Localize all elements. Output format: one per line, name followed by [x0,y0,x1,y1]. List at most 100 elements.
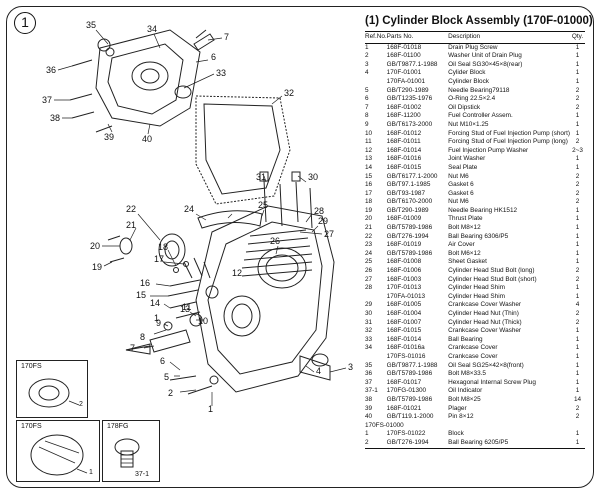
cell-description: Oil Indicator [448,387,483,395]
cell-parts-no: 170FA-01001 [386,77,426,85]
callout-1: 1 [208,404,213,414]
cell-ref-no: 11 [365,138,372,146]
cell-ref-no: 19 [365,206,373,214]
cell-qty: 1 [575,370,580,378]
cell-qty: 4 [575,301,580,309]
cell-qty: 1 [575,77,580,85]
cell-parts-no: 168F-01014 [386,335,422,343]
cell-ref-no: 23 [365,241,373,249]
gasket-part [195,95,291,205]
cell-ref-no: 9 [365,120,369,128]
cell-qty: 1 [575,129,580,137]
cell-qty: 2 [575,198,580,206]
cell-description: Cylinder Head Stud Bolt (short) [448,275,537,283]
air-cover-part [197,210,263,229]
cell-description: Oil Dipstick [448,103,481,111]
callout-16: 16 [140,278,150,288]
block-inset-icon [30,434,88,476]
cell-parts-no: 168F-01016a [386,344,425,352]
callout-9: 9 [156,318,161,328]
cell-ref-no [365,353,387,362]
cell-ref-no: 18 [365,198,373,206]
cell-description: Bolt M6×12 [448,249,481,257]
cell-description: Gasket 6 [448,181,474,189]
cell-description: Air Cover [448,241,475,249]
cell-description: Ball Bearing 6205/P5 [448,438,570,449]
cell-parts-no: GB/T290-1989 [386,86,429,94]
cell-description: Forcing Stud of Fuel Injection Pump (lon… [448,138,568,146]
cell-ref-no: 21 [365,224,373,232]
cell-parts-no: 168F-01019 [386,241,422,249]
cell-description: Bolt M8×12 [448,224,481,232]
cell-parts-no: GB/T5789-1986 [386,370,433,378]
cell-description: Fuel Injection Pump Washer [448,146,529,154]
cell-ref-no: 29 [365,301,373,309]
inset-label-170fs-top: 170FS [21,363,42,370]
callout-39: 39 [104,132,114,142]
callout-18: 18 [158,242,168,252]
cell-qty: 1 [575,69,580,77]
cell-qty: 1 [575,284,580,292]
callout-38: 38 [50,113,60,123]
cell-parts-no: 170FG-01300 [386,387,427,395]
bearing-22-part [158,233,186,267]
cell-qty: 2~3 [572,146,583,154]
cell-parts-no: 168F-01007 [386,318,422,326]
cell-description: Nut M6 [448,172,469,180]
cell-qty: 1 [575,258,580,266]
cell-parts-no: GB/T276-1994 [386,438,449,449]
section-number-badge: 1 [14,12,36,34]
callout-29: 29 [318,216,328,226]
cell-ref-no: 8 [365,112,369,120]
cell-qty: 1 [575,232,580,240]
cell-ref-no: 27 [365,275,373,283]
cell-ref-no: 37-1 [365,387,378,395]
cell-parts-no: GB/T9877.1-1988 [386,361,438,369]
cell-parts-no: 168F-01015 [386,163,422,171]
callout-7: 7 [130,343,135,353]
callout-40: 40 [142,134,152,144]
cell-parts-no: 168F-01004 [386,310,422,317]
cell-description: Needle Bearing HK1512 [448,206,518,214]
fuel-controller-part [149,329,191,353]
cell-parts-no: GB/T119.1-2000 [386,413,434,421]
cell-qty: 2 [575,138,580,146]
cell-qty: 2 [575,181,580,189]
callout-34: 34 [147,24,157,34]
callout-3: 3 [348,362,353,372]
parts-table-header: Ref.No. Parts No. Description Qty. [365,31,585,44]
callout-31: 31 [256,172,266,182]
cell-ref-no: 13 [365,155,373,163]
cell-ref-no [365,78,387,87]
cell-description: Pin 8×12 [448,413,474,421]
cell-description: Cylinder Head Shim [448,284,505,292]
cell-parts-no: 168F-11200 [386,112,421,120]
callout-32: 32 [284,88,294,98]
cell-qty: 2 [575,267,580,275]
cell-parts-no: 170FS-01016 [386,352,426,360]
cell-description: Seal Plate [448,163,478,171]
cell-description: Forcing Stud of Fuel Injection Pump (sho… [448,129,570,137]
section-label: 170FS-01000 [365,421,404,429]
